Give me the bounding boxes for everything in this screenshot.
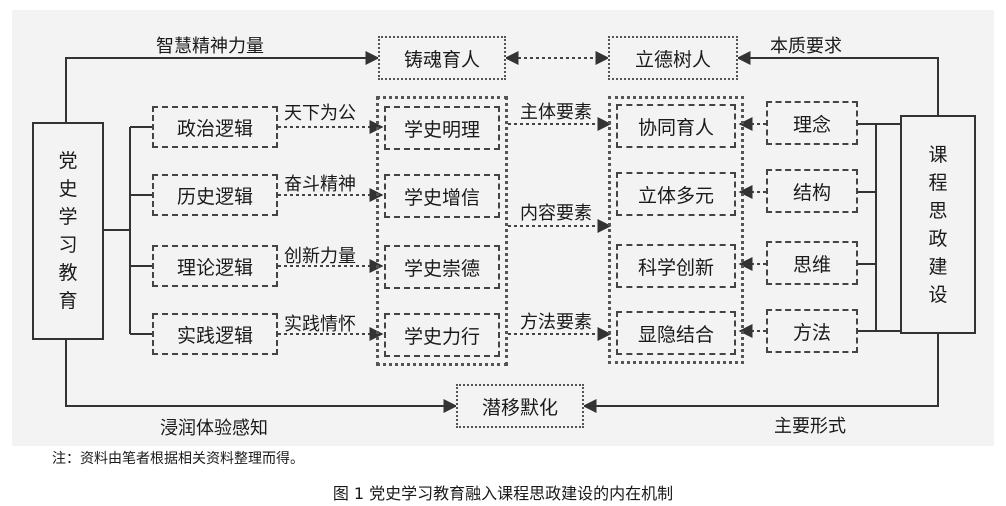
pillar-char: 建: [928, 255, 948, 278]
label-essential-requirement: 本质要求: [770, 36, 842, 57]
outcome-box-explicit-implicit: 显隐结合: [616, 311, 736, 355]
history-box-virtue: 学史崇德: [384, 245, 500, 289]
label-tianxia-weigong: 天下为公: [284, 103, 356, 124]
edge-left-bottom: [65, 340, 458, 413]
pillar-char: 党: [58, 150, 78, 172]
label-immersion-experience: 浸润体验感知: [160, 418, 268, 439]
label-main-form: 主要形式: [774, 416, 846, 437]
logic-box-historical: 历史逻辑: [152, 174, 278, 216]
outcome-box-multidimensional: 立体多元: [616, 172, 736, 216]
pillar-char: 党史学习教育: [58, 147, 77, 315]
label-subject-element: 主体要素: [520, 102, 592, 123]
label-innovation-power: 创新力量: [284, 246, 356, 267]
left-pillar-party-history: 党史学习教育: [32, 122, 104, 340]
pillar-char: 课程思政建设: [928, 141, 947, 309]
pillar-char: 设: [928, 283, 948, 306]
pillar-char: 思: [928, 199, 948, 222]
pillar-char: 教: [58, 262, 78, 284]
logic-box-practical: 实践逻辑: [152, 313, 278, 355]
label-content-element: 内容要素: [520, 203, 592, 224]
edge-left-top: [65, 51, 380, 122]
pillar-char: 程: [928, 171, 948, 194]
label-struggle-spirit: 奋斗精神: [284, 174, 356, 195]
pillar-char: 习: [58, 234, 78, 256]
outcome-group: [608, 96, 744, 364]
bottom-box-subtle-influence: 潜移默化: [456, 384, 584, 428]
history-box-understand: 学史明理: [384, 106, 500, 150]
figure-caption: 图 1 党史学习教育融入课程思政建设的内在机制: [332, 484, 674, 503]
logic-box-theoretical: 理论逻辑: [152, 245, 278, 287]
logic-box-political: 政治逻辑: [152, 106, 278, 148]
top-box-soul-casting: 铸魂育人: [378, 36, 506, 80]
edge-right-top: [736, 51, 939, 115]
outcome-box-scientific: 科学创新: [616, 244, 736, 288]
course-item-concept: 理念: [766, 101, 858, 145]
label-wisdom-spirit: 智慧精神力量: [156, 36, 264, 57]
pillar-char: 史: [58, 178, 78, 200]
pillar-char: 学: [58, 206, 78, 228]
outcome-box-collaborative: 协同育人: [616, 104, 736, 148]
pillar-char: 政: [928, 227, 948, 250]
course-item-structure: 结构: [766, 169, 858, 213]
history-box-action: 学史力行: [384, 313, 500, 357]
top-box-moral-education: 立德树人: [608, 36, 738, 80]
edge-right-bottom: [582, 334, 939, 413]
diagram-background: [12, 10, 994, 446]
pillar-char: 育: [58, 290, 78, 312]
course-item-thinking: 思维: [766, 241, 858, 285]
label-practice-sentiment: 实践情怀: [284, 314, 356, 335]
history-box-confidence: 学史增信: [384, 174, 500, 218]
footnote: 注：资料由笔者根据相关资料整理而得。: [52, 451, 304, 467]
pillar-char: 课: [928, 143, 948, 166]
course-item-method: 方法: [766, 309, 858, 353]
right-pillar-course-ideology: 课程思政建设: [900, 115, 976, 334]
history-group: [376, 96, 508, 366]
label-method-element: 方法要素: [520, 312, 592, 333]
